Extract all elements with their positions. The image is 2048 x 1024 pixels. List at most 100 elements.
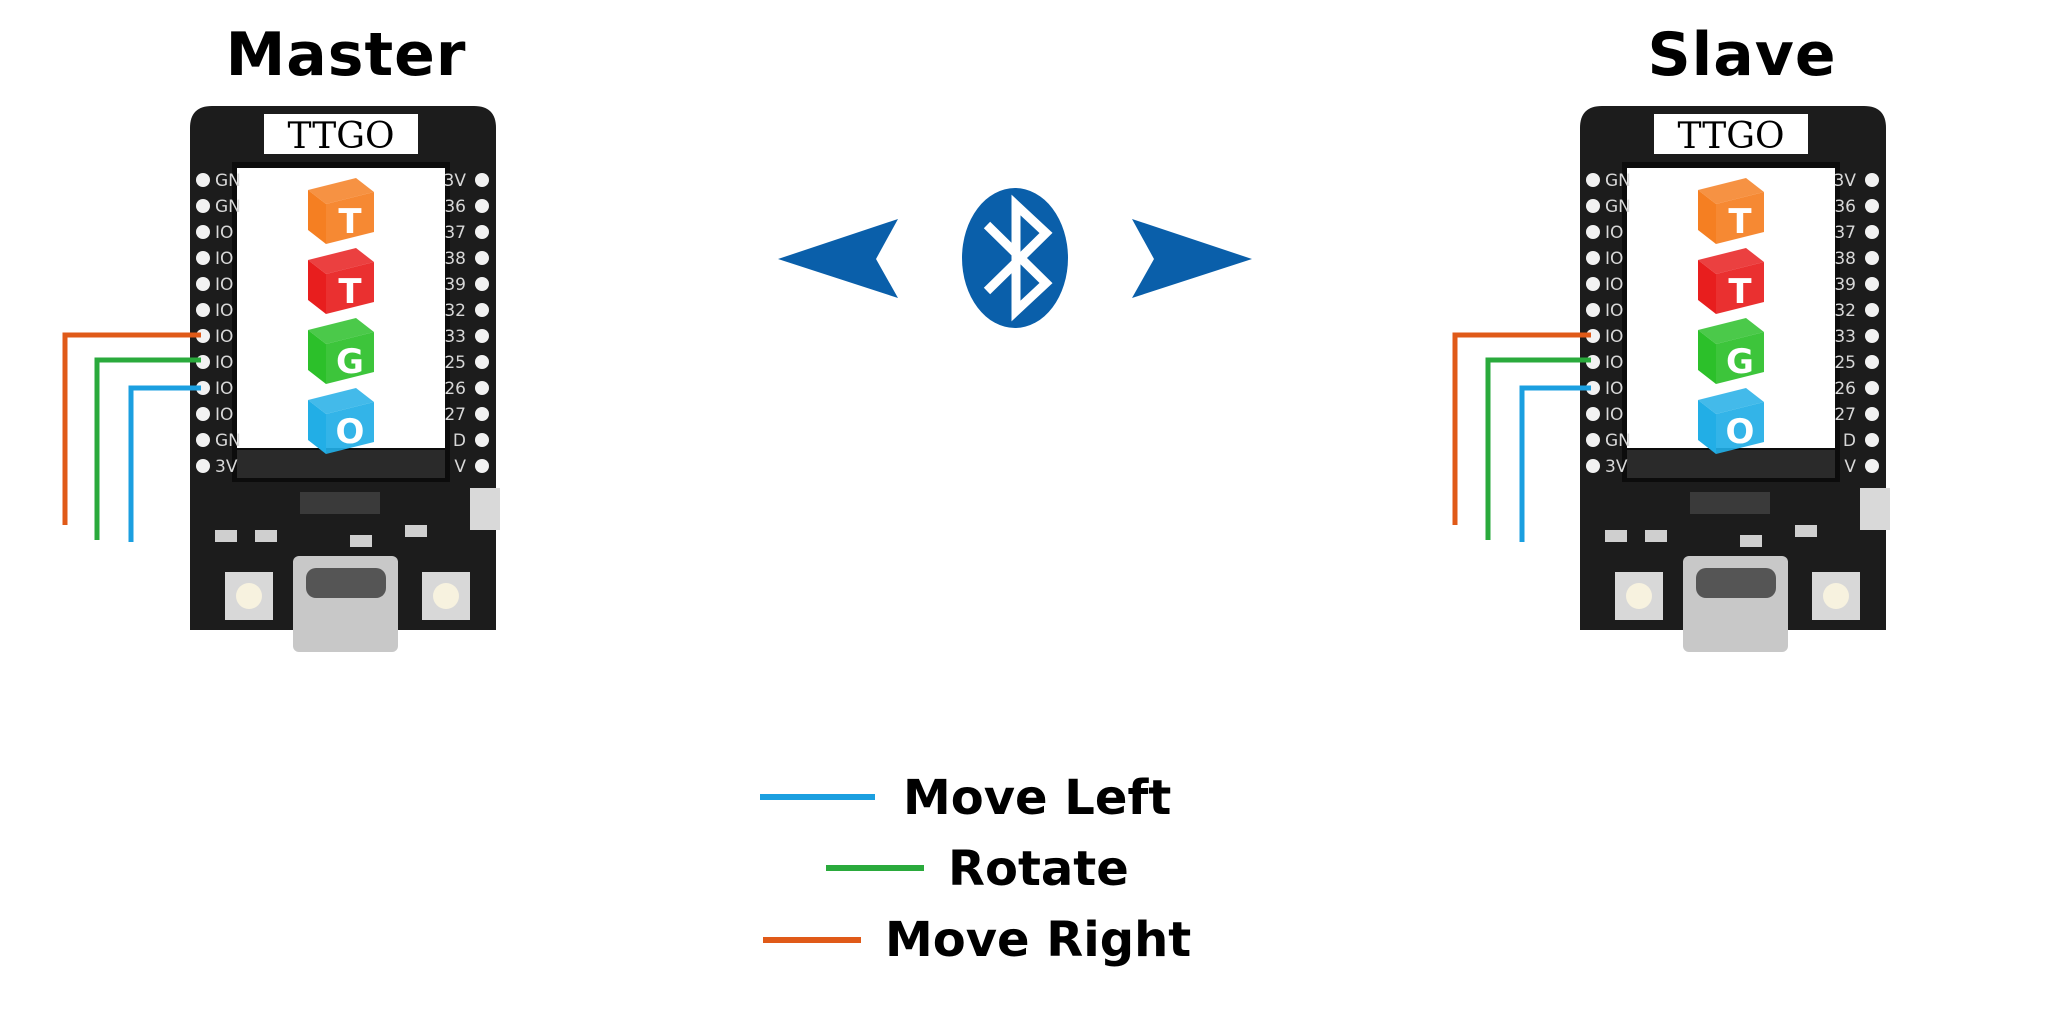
pin-hole [475, 329, 489, 343]
pin-hole [475, 225, 489, 239]
display-ribbon [237, 450, 445, 478]
smd-part [255, 530, 277, 542]
pin-label: 25 [1834, 353, 1856, 373]
legend-swatch-move-right [763, 937, 861, 943]
pin-label: 33 [444, 327, 466, 347]
pin-hole [475, 173, 489, 187]
pin-label: V [1844, 457, 1856, 477]
legend-label-rotate: Rotate [948, 841, 1129, 897]
wire-move-left [1519, 385, 1591, 542]
pin-label: IO [1605, 405, 1623, 425]
legend-label-move-left: Move Left [903, 770, 1172, 826]
pin-label: IO [1605, 223, 1623, 243]
pin-label: GN [215, 197, 241, 217]
pin-label: 3V [1605, 457, 1628, 477]
cube-letter: T [338, 272, 362, 312]
pin-hole [475, 407, 489, 421]
pin-hole [196, 173, 210, 187]
cube-letter: G [336, 342, 364, 382]
pin-label: 37 [1834, 223, 1856, 243]
pin-hole [475, 459, 489, 473]
pin-hole [1586, 381, 1600, 395]
pin-hole [475, 277, 489, 291]
cube-side [308, 260, 326, 314]
cube-letter: O [1726, 412, 1755, 452]
legend-swatch-move-left [760, 794, 875, 800]
cube-letter: G [1726, 342, 1754, 382]
cube-side [308, 400, 326, 454]
cube-side [1698, 190, 1716, 244]
display-ribbon [1627, 450, 1835, 478]
cube-side [308, 330, 326, 384]
usb-c-opening [306, 568, 386, 598]
button-cap [236, 583, 262, 609]
smd-part [1645, 530, 1667, 542]
pin-label: 26 [444, 379, 466, 399]
pin-hole [475, 433, 489, 447]
pin-label: 38 [444, 249, 466, 269]
pin-label: IO [215, 327, 233, 347]
pin-label: GN [1605, 171, 1631, 191]
pin-label: IO [215, 249, 233, 269]
master-wires [62, 332, 201, 542]
cube-front [326, 192, 374, 244]
cube-front [326, 332, 374, 384]
pin-hole [1586, 277, 1600, 291]
pin-label: 3V [1834, 171, 1857, 191]
brand-label: TTGO [1678, 116, 1785, 157]
pin-hole [1865, 355, 1879, 369]
pin-label: 36 [444, 197, 466, 217]
cube-top [1698, 388, 1764, 414]
pin-hole [196, 199, 210, 213]
pin-hole [196, 251, 210, 265]
pin-hole [1865, 199, 1879, 213]
smd-part [1605, 530, 1627, 542]
pin-hole [1865, 381, 1879, 395]
pin-hole [1586, 407, 1600, 421]
master-board: TTGOTTGOGNGNIOIOIOIOIOIOIOIOGN3V3V363738… [190, 106, 500, 652]
cube-front [1716, 262, 1764, 314]
pin-label: IO [1605, 275, 1623, 295]
slave-board: TTGOTTGOGNGNIOIOIOIOIOIOIOIOGN3V3V363738… [1580, 106, 1890, 652]
wire-rotate [1485, 357, 1591, 540]
chip [1690, 492, 1770, 514]
cube-side [1698, 400, 1716, 454]
pin-label: 33 [1834, 327, 1856, 347]
pin-hole [1865, 329, 1879, 343]
cube-side [308, 190, 326, 244]
pin-label: 32 [1834, 301, 1856, 321]
pin-label: 27 [444, 405, 466, 425]
pin-hole [1586, 251, 1600, 265]
smd-part [350, 535, 372, 547]
usb-c-opening [1696, 568, 1776, 598]
smd-part [405, 525, 427, 537]
pin-hole [475, 251, 489, 265]
pin-label: V [454, 457, 466, 477]
pin-hole [1865, 459, 1879, 473]
pin-hole [196, 303, 210, 317]
arrow-left-icon [778, 219, 898, 298]
pin-hole [1865, 225, 1879, 239]
cube-letter: T [338, 202, 362, 242]
brand-label: TTGO [288, 116, 395, 157]
side-switch [470, 488, 500, 530]
pin-label: IO [215, 275, 233, 295]
pin-label: IO [1605, 327, 1623, 347]
brand-label-box [264, 114, 418, 154]
chip [300, 492, 380, 514]
master-title: Master [225, 20, 467, 90]
pin-hole [475, 303, 489, 317]
legend-label-move-right: Move Right [885, 912, 1192, 968]
pin-hole [1586, 199, 1600, 213]
pin-hole [196, 381, 210, 395]
cube-top [1698, 318, 1764, 344]
arrow-right-icon [1132, 219, 1252, 298]
slave-wires [1452, 332, 1591, 542]
pin-hole [1865, 433, 1879, 447]
pin-label: 38 [1834, 249, 1856, 269]
cube-top [308, 248, 374, 274]
pin-hole [1586, 303, 1600, 317]
cube-front [1716, 332, 1764, 384]
pin-hole [1865, 303, 1879, 317]
